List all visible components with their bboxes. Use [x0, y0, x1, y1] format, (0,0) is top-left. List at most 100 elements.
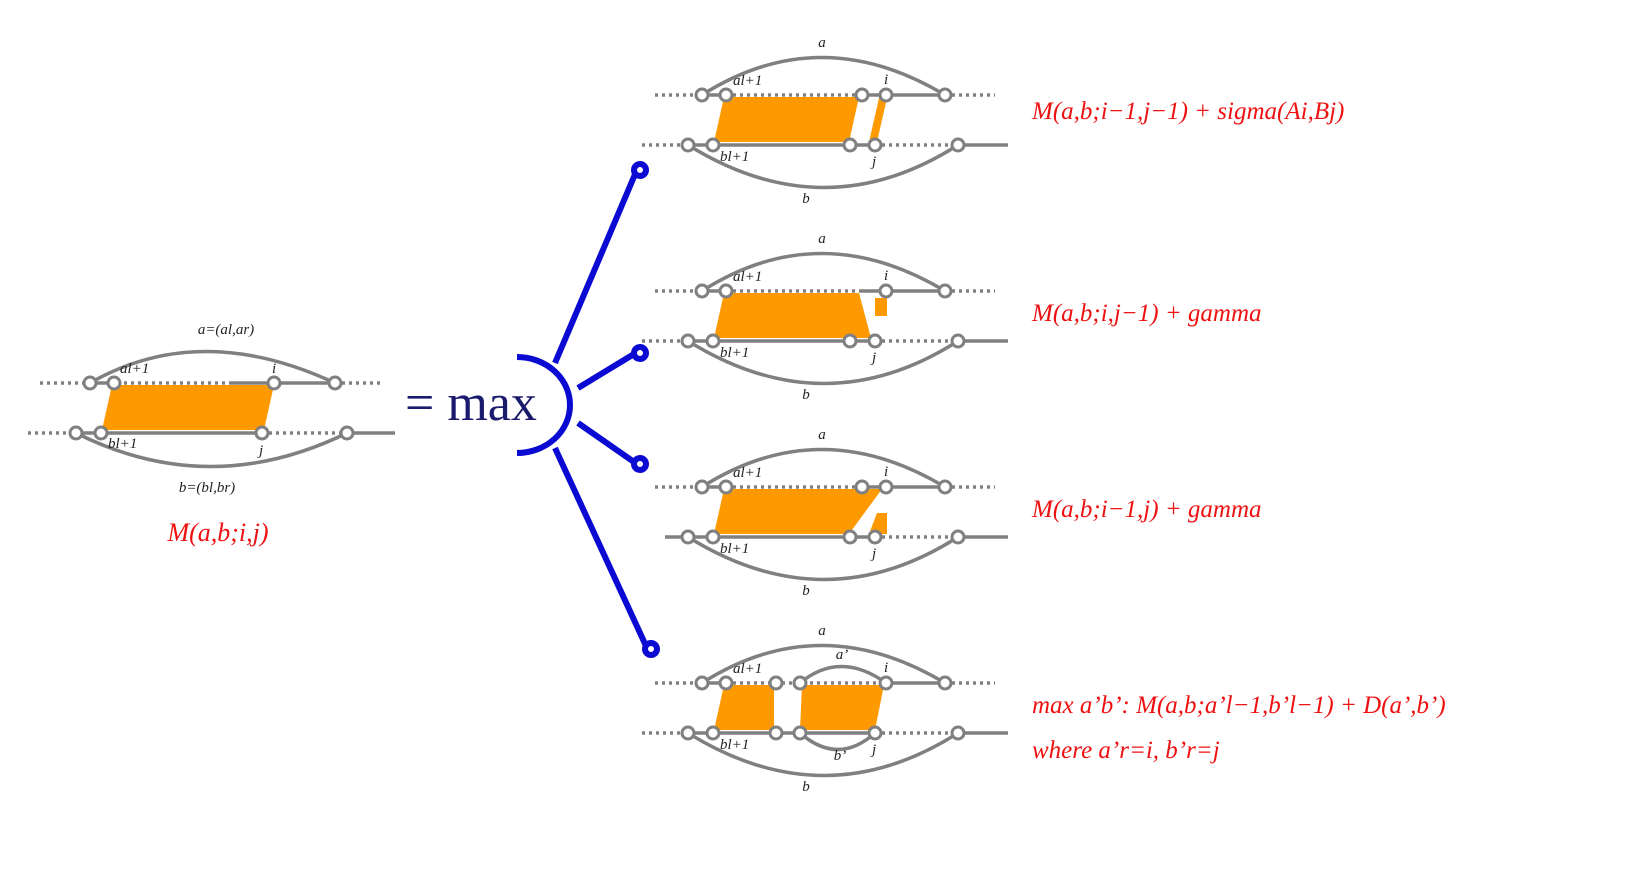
node: [842, 529, 858, 545]
max-operator: = max: [405, 375, 537, 432]
connector-branch-4: [552, 446, 649, 648]
label-j: j: [870, 546, 876, 562]
node-i: [878, 87, 894, 103]
node-al1: [718, 675, 734, 691]
alignment-block: [102, 385, 274, 430]
label-al1: al+1: [733, 73, 762, 89]
label-bl1: bl+1: [720, 737, 749, 753]
node: [680, 137, 696, 153]
label-al1: al+1: [733, 269, 762, 285]
node: [694, 479, 710, 495]
node-i: [878, 283, 894, 299]
label-a: a: [818, 231, 826, 247]
node: [854, 87, 870, 103]
node: [792, 725, 808, 741]
arc-bottom: [687, 339, 959, 386]
alignment-block: [714, 293, 871, 338]
label-a: a: [818, 427, 826, 443]
aligned-pair: [869, 98, 887, 142]
alignment-block: [714, 97, 859, 142]
node: [854, 479, 870, 495]
node: [680, 725, 696, 741]
label-bl1: bl+1: [720, 345, 749, 361]
case-1-diagram: a al+1 i bl+1 j b: [642, 35, 1008, 207]
label-j: j: [870, 742, 876, 758]
arc-a-prime: [798, 664, 888, 685]
node: [937, 283, 953, 299]
alignment-block-left: [714, 685, 774, 730]
node-al1: [106, 375, 122, 391]
arc-b-prime: [798, 731, 877, 752]
case-1-formula: M(a,b;i−1,j−1) + sigma(Ai,Bj): [1031, 98, 1344, 125]
node-al1: [718, 479, 734, 495]
label-bl1: bl+1: [720, 541, 749, 557]
node: [792, 675, 808, 691]
label-b: b: [802, 583, 810, 599]
node: [768, 675, 784, 691]
node: [82, 375, 98, 391]
label-i: i: [884, 72, 888, 88]
node-bl1: [705, 333, 721, 349]
connector-end-2: [631, 344, 649, 362]
case-4-formula-line2: where a’r=i, b’r=j: [1032, 737, 1220, 764]
node: [768, 725, 784, 741]
arc-bottom: [687, 143, 959, 190]
node-bl1: [705, 725, 721, 741]
label-top: a=(al,ar): [198, 322, 254, 338]
label-al1: al+1: [120, 361, 149, 377]
label-b: b: [802, 191, 810, 207]
node: [327, 375, 343, 391]
node: [950, 333, 966, 349]
node: [950, 725, 966, 741]
arc-top: [701, 643, 946, 685]
label-al1: al+1: [733, 465, 762, 481]
node-j: [867, 137, 883, 153]
node-i: [266, 375, 282, 391]
label-i: i: [884, 464, 888, 480]
node-j: [867, 333, 883, 349]
node: [937, 87, 953, 103]
connector-branch-3: [576, 420, 636, 465]
node: [694, 87, 710, 103]
arc-bottom: [687, 535, 959, 582]
label-bl1: bl+1: [720, 149, 749, 165]
node-i: [878, 479, 894, 495]
case-3-formula: M(a,b;i−1,j) + gamma: [1031, 496, 1262, 523]
connector-branch-1: [552, 170, 639, 365]
case-2-formula: M(a,b;i,j−1) + gamma: [1031, 300, 1262, 327]
arc-top: [701, 55, 946, 97]
arc-bottom: [75, 431, 348, 469]
node: [950, 529, 966, 545]
label-j: j: [870, 350, 876, 366]
arc-top: [701, 251, 946, 293]
node: [842, 137, 858, 153]
main-diagram: a=(al,ar) al+1 i bl+1 j b=(bl,br) M(a,b;…: [28, 322, 395, 547]
case-3-diagram: a al+1 i bl+1 j b: [655, 427, 1008, 599]
label-a-prime: a’: [836, 647, 849, 663]
label-b: b: [802, 387, 810, 403]
main-formula: M(a,b;i,j): [166, 518, 268, 547]
node-al1: [718, 87, 734, 103]
node: [694, 283, 710, 299]
gap-b: [875, 298, 887, 316]
arc-bottom: [687, 731, 959, 778]
label-bl1: bl+1: [108, 436, 137, 452]
max-connector: [516, 161, 660, 658]
node: [937, 479, 953, 495]
node-i: [878, 675, 894, 691]
gap-a: [869, 513, 887, 534]
label-a: a: [818, 35, 826, 51]
case-4-formula: max a’b’: M(a,b;a’l−1,b’l−1) + D(a’,b’): [1032, 692, 1446, 719]
label-a: a: [818, 623, 826, 639]
label-i: i: [272, 361, 276, 377]
node: [680, 333, 696, 349]
connector-end-3: [631, 455, 649, 473]
connector-arc: [516, 354, 573, 456]
alignment-block: [714, 489, 882, 534]
node: [842, 333, 858, 349]
node-bl1: [705, 529, 721, 545]
alignment-block-right: [800, 685, 884, 730]
node: [68, 425, 84, 441]
node: [937, 675, 953, 691]
node-bl1: [705, 137, 721, 153]
